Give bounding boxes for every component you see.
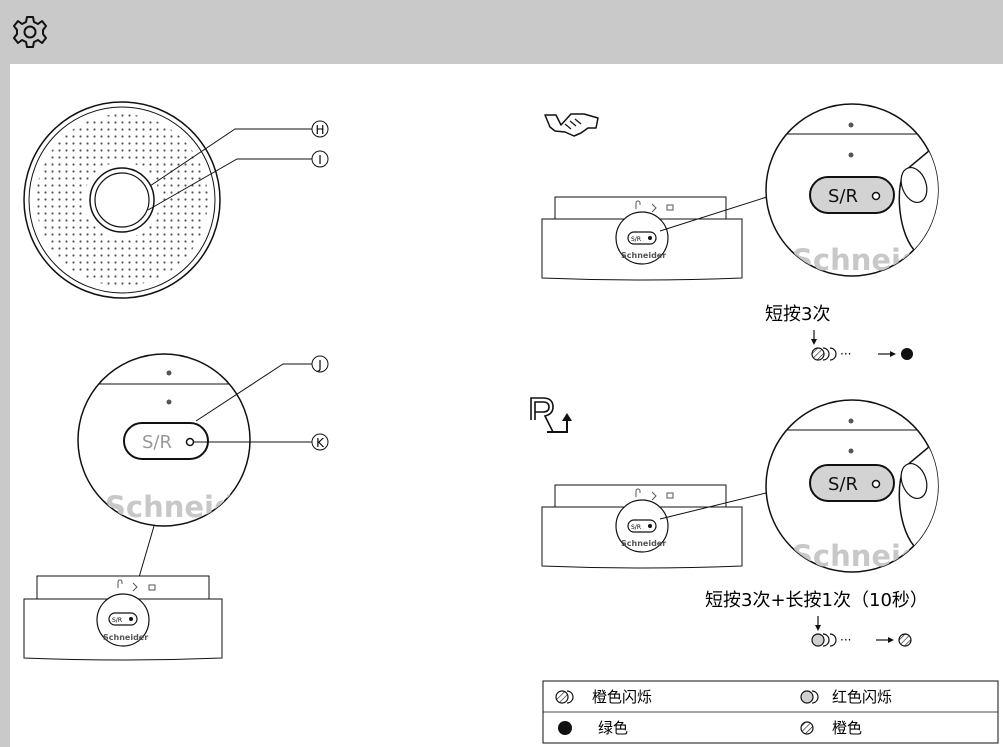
legend-item-orange: 橙色 (800, 719, 862, 737)
callout-h: H (149, 120, 329, 187)
legend-item-red-blink: 红色闪烁 (800, 688, 892, 706)
orange-blink-icon (811, 347, 825, 361)
legend-box: 橙色闪烁 红色闪烁 绿色 橙色 (542, 680, 999, 744)
sr-button-pressed (809, 176, 895, 214)
svg-text:S/R: S/R (112, 617, 122, 624)
svg-text:绿色: 绿色 (598, 719, 628, 737)
left-bar (0, 64, 10, 747)
svg-text:橙色闪烁: 橙色闪烁 (592, 688, 652, 706)
callout-h-label: H (315, 123, 324, 137)
svg-text:Schneide: Schneide (792, 243, 941, 277)
red-blink-icon (811, 633, 825, 647)
callout-k-label: K (316, 436, 325, 450)
callout-i: I (147, 150, 329, 211)
svg-text:S/R: S/R (828, 186, 858, 207)
pairing-sequence: ··· (811, 330, 913, 361)
svg-text:S/R: S/R (631, 236, 641, 243)
device-side-pairing: S/R Schneider (541, 196, 743, 281)
reset-icon (530, 397, 572, 433)
reset-action-text: 短按3次+长按1次（10秒） (705, 590, 928, 611)
callout-j: J (195, 355, 329, 422)
callout-j-label: J (317, 358, 322, 372)
sr-led (185, 437, 195, 447)
orange-icon (898, 633, 912, 647)
device-side-left: S/R Schneider (23, 575, 223, 661)
svg-text:···: ··· (840, 633, 851, 647)
callout-k: K (194, 433, 329, 451)
brand-watermark: Schneide (105, 490, 254, 524)
device-top-view (23, 101, 221, 299)
svg-text:S/R: S/R (828, 474, 858, 495)
svg-text:···: ··· (840, 347, 851, 361)
magnifier-reset: Schneide S/R (765, 399, 941, 573)
magnifier-left: Schneide S/R (77, 353, 254, 527)
green-icon (901, 348, 913, 360)
device-side-reset: S/R Schneider (541, 484, 743, 569)
svg-text:Schneider: Schneider (621, 251, 666, 260)
svg-text:Schneider: Schneider (621, 539, 666, 548)
header-bar (0, 0, 1003, 64)
svg-text:Schneider: Schneider (103, 633, 148, 642)
center-button (94, 172, 150, 228)
sr-button-pressed-reset (809, 464, 895, 502)
legend-item-green: 绿色 (558, 719, 628, 737)
pairing-action-text: 短按3次 (765, 304, 830, 325)
callout-i-label: I (318, 153, 322, 167)
svg-text:S/R: S/R (631, 524, 641, 531)
magnifier-pairing: Schneide S/R (765, 103, 941, 277)
svg-text:Schneide: Schneide (792, 539, 941, 573)
sr-button (123, 422, 209, 460)
svg-text:红色闪烁: 红色闪烁 (832, 688, 892, 706)
reset-sequence: ··· (811, 616, 912, 647)
svg-text:橙色: 橙色 (832, 719, 862, 737)
sr-button-label: S/R (142, 432, 172, 453)
gear-icon[interactable] (12, 14, 48, 50)
handshake-icon (544, 113, 599, 137)
legend-item-orange-blink: 橙色闪烁 (555, 688, 652, 706)
